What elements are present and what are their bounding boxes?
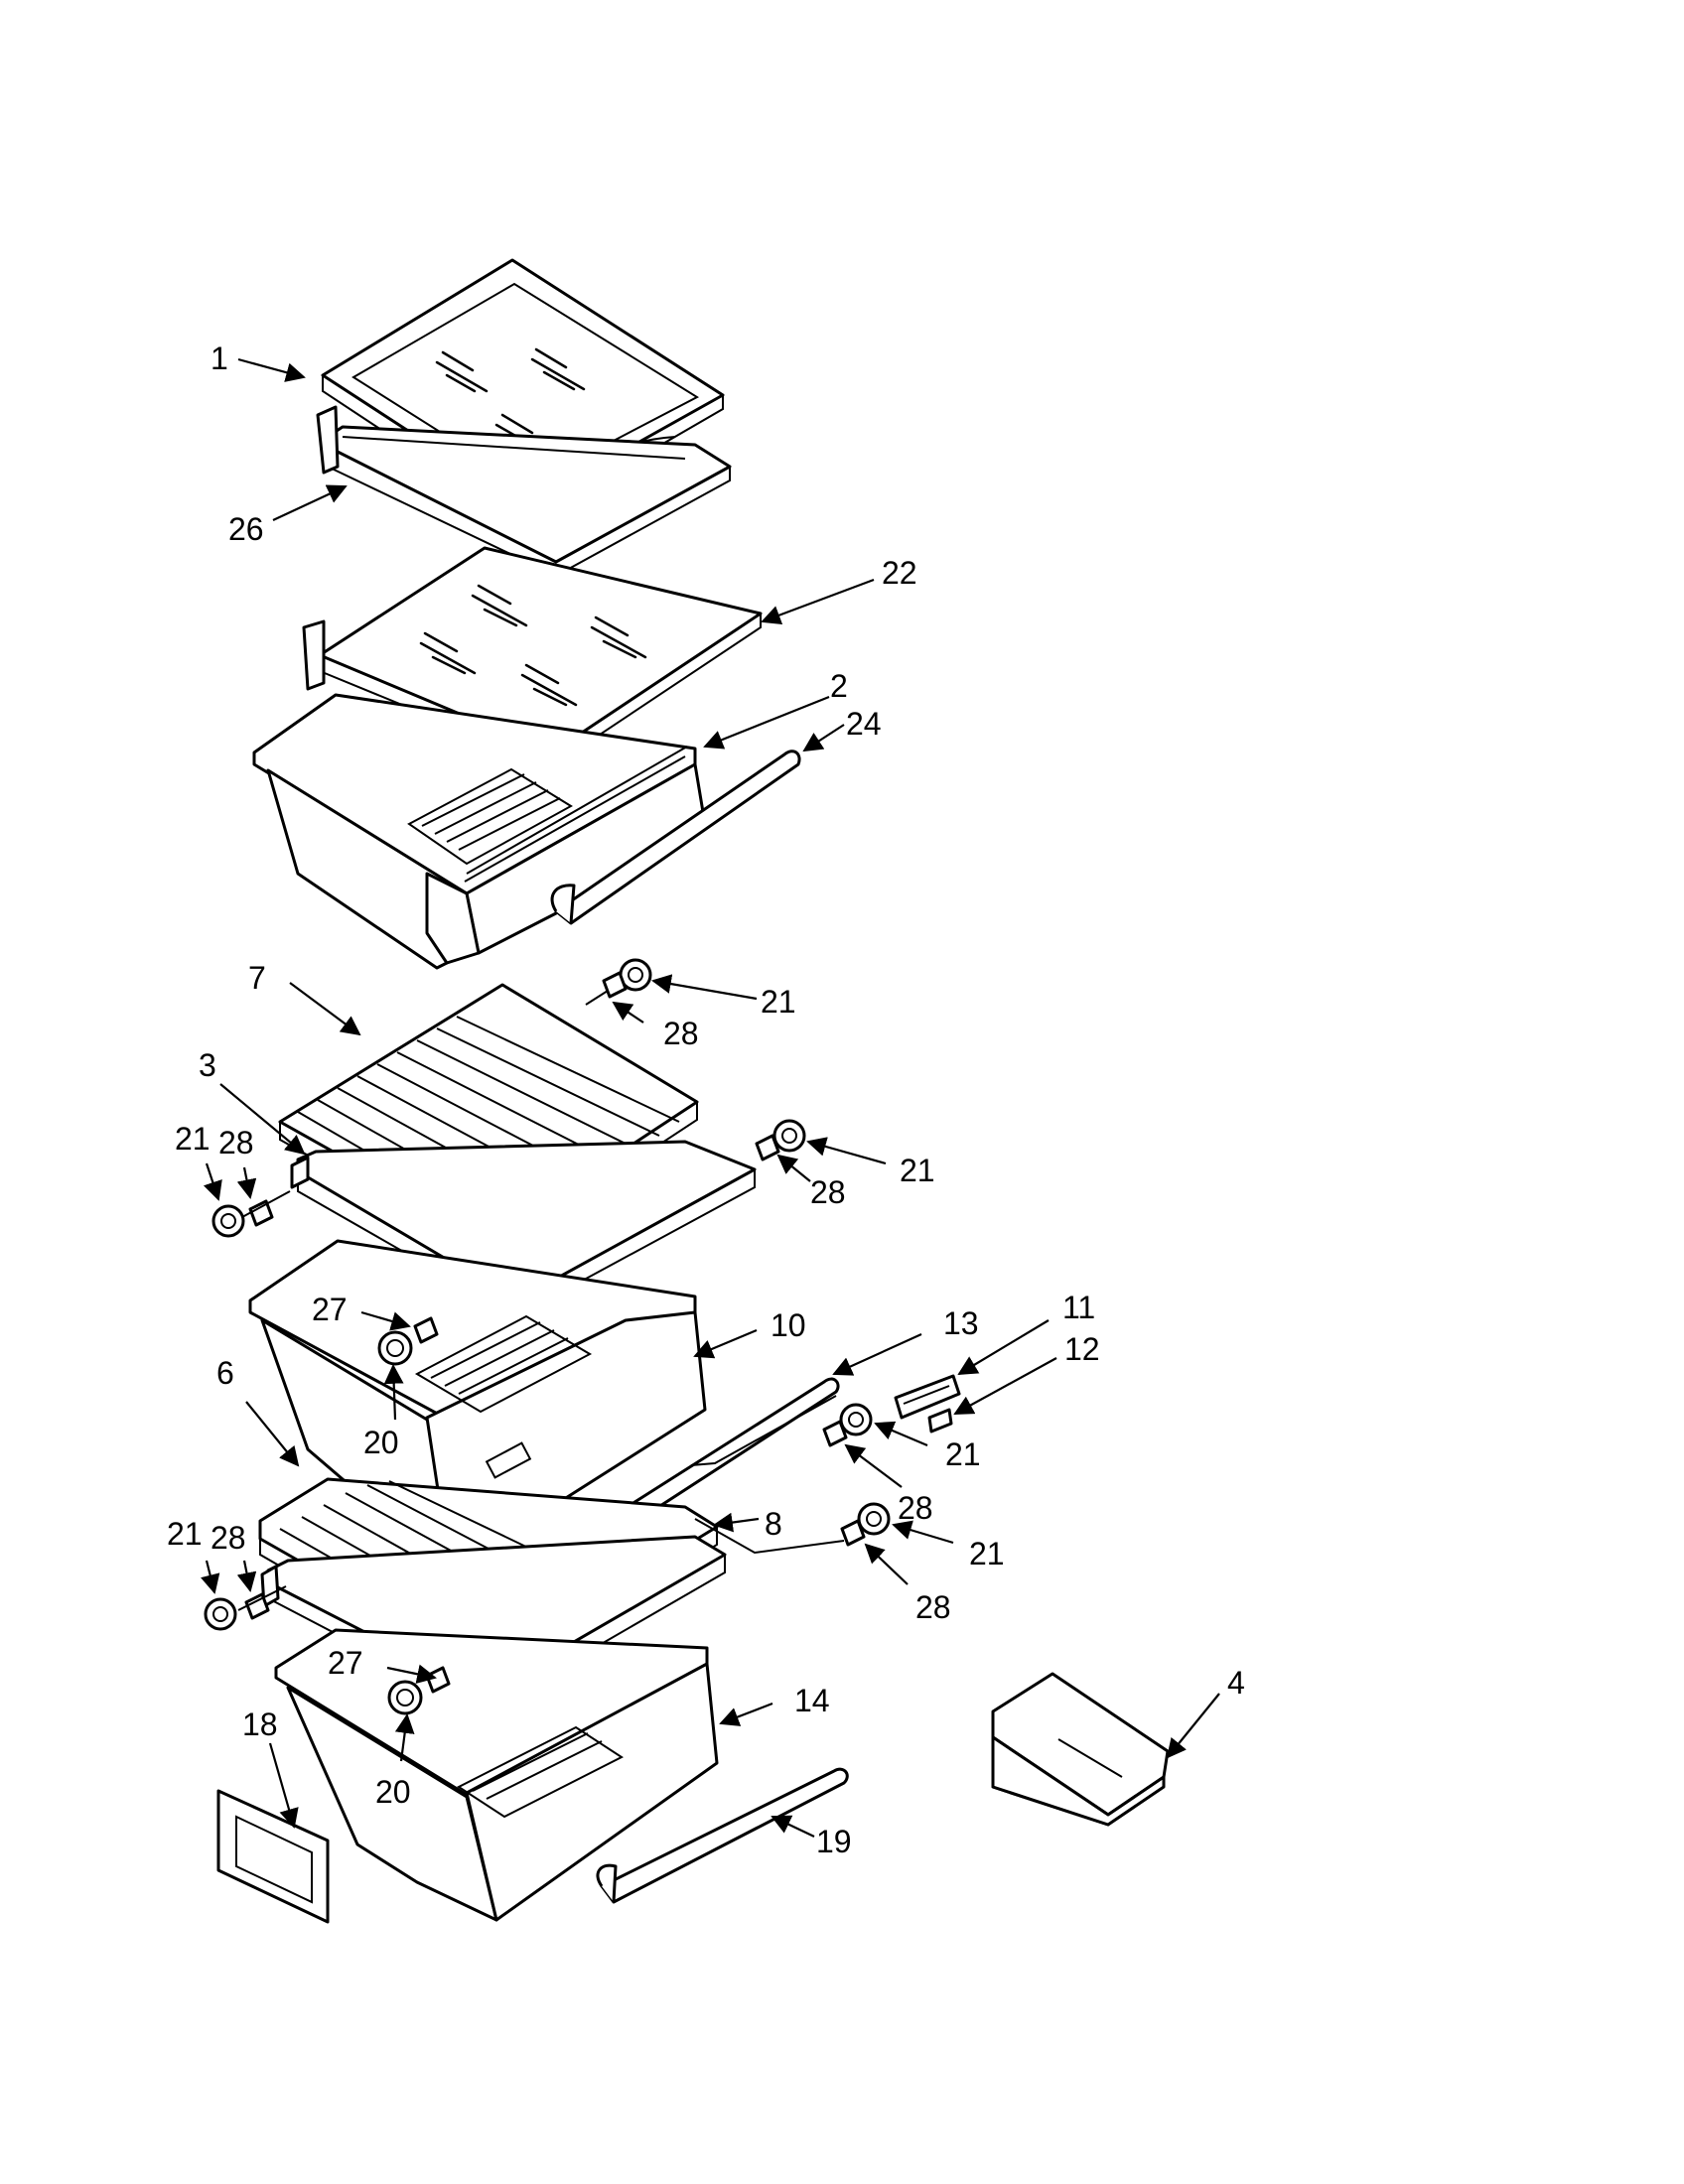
roller-21-b bbox=[772, 1119, 806, 1153]
callout-8: 8 bbox=[765, 1506, 782, 1542]
callout-10: 10 bbox=[771, 1307, 806, 1343]
callout-21b: 21 bbox=[175, 1121, 210, 1157]
callout-24: 24 bbox=[846, 706, 882, 742]
part-14-crisper-drawer bbox=[274, 1628, 719, 1922]
callout-21c: 21 bbox=[900, 1153, 935, 1188]
callout-27b: 27 bbox=[328, 1645, 363, 1681]
screw-28-c bbox=[241, 1190, 291, 1227]
roller-21-f bbox=[204, 1597, 237, 1631]
callout-26: 26 bbox=[228, 511, 264, 547]
part-12-clip bbox=[927, 1408, 953, 1433]
callout-28f: 28 bbox=[210, 1520, 246, 1556]
callout-1: 1 bbox=[210, 341, 228, 376]
callout-4: 4 bbox=[1227, 1665, 1245, 1701]
callout-11: 11 bbox=[1062, 1290, 1095, 1325]
roller-21-e bbox=[857, 1502, 891, 1536]
callout-3: 3 bbox=[199, 1047, 216, 1083]
callout-6: 6 bbox=[216, 1355, 234, 1391]
roller-20-a bbox=[377, 1330, 413, 1366]
screw-27-a bbox=[413, 1316, 439, 1344]
part-24-drawer-trim bbox=[550, 750, 801, 925]
callout-28d: 28 bbox=[898, 1490, 933, 1526]
callout-21d: 21 bbox=[945, 1436, 981, 1472]
callout-20b: 20 bbox=[375, 1774, 411, 1810]
callout-22: 22 bbox=[882, 555, 917, 591]
callout-labels: 1 26 22 2 24 7 21 28 3 21 28 21 28 27 10… bbox=[167, 341, 1245, 1859]
part-2-crisper-drawer bbox=[252, 693, 707, 970]
leaders bbox=[201, 357, 1220, 1838]
part-19-drawer-trim bbox=[596, 1767, 849, 1904]
roller-21-d bbox=[839, 1403, 873, 1436]
screw-28-a bbox=[585, 971, 628, 1006]
screw-28-b bbox=[755, 1134, 780, 1161]
callout-28a: 28 bbox=[663, 1016, 699, 1051]
screw-28-f bbox=[237, 1585, 287, 1620]
part-11-slide bbox=[894, 1374, 961, 1420]
callout-12: 12 bbox=[1064, 1331, 1100, 1367]
hardware bbox=[204, 958, 891, 1715]
callout-20a: 20 bbox=[363, 1425, 399, 1460]
callout-2: 2 bbox=[830, 668, 848, 704]
callout-28e: 28 bbox=[915, 1589, 951, 1625]
callout-7: 7 bbox=[248, 960, 266, 996]
callout-28c: 28 bbox=[810, 1174, 846, 1210]
callout-27a: 27 bbox=[312, 1292, 348, 1327]
callout-21f: 21 bbox=[167, 1516, 203, 1552]
callout-14: 14 bbox=[794, 1683, 830, 1718]
callout-13: 13 bbox=[943, 1305, 979, 1341]
part-3-shelf-frame bbox=[290, 1140, 757, 1318]
callout-28b: 28 bbox=[218, 1125, 254, 1160]
screw-28-e bbox=[840, 1519, 866, 1547]
callout-21e: 21 bbox=[969, 1536, 1005, 1571]
roller-20-b bbox=[387, 1680, 423, 1715]
callout-21a: 21 bbox=[761, 984, 796, 1020]
callout-19: 19 bbox=[816, 1824, 852, 1859]
callout-18: 18 bbox=[242, 1706, 278, 1742]
part-4-bin bbox=[991, 1672, 1170, 1827]
roller-21-c bbox=[211, 1204, 245, 1238]
screw-28-d bbox=[822, 1420, 848, 1447]
part-18-label-holder bbox=[216, 1789, 330, 1924]
